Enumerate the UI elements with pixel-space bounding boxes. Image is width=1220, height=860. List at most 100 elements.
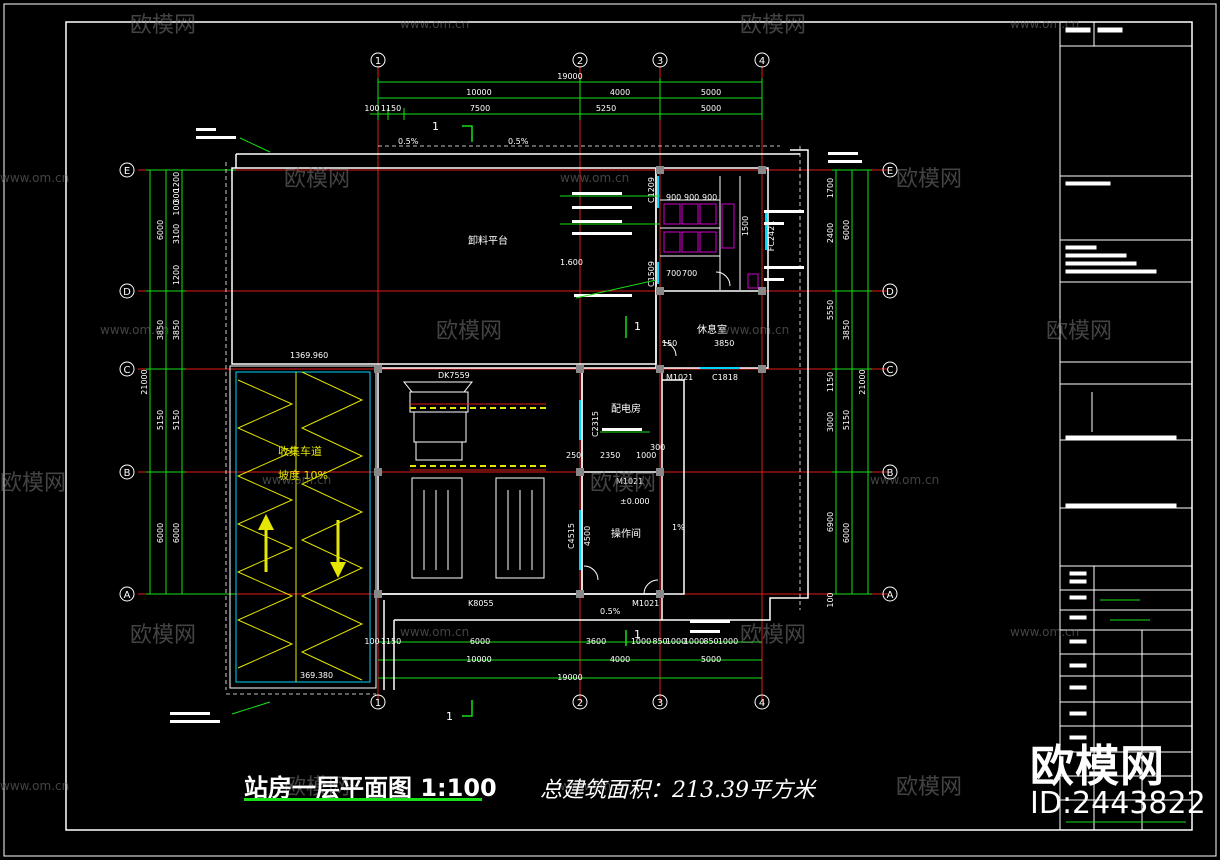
dim-left-a: 6000 — [156, 220, 165, 240]
toilet-stalls — [663, 203, 759, 289]
dimension-texts-vertical: 21000 6000 3850 5150 6000 1200 300 100 3… — [140, 172, 867, 608]
label-t900-1: 900 — [666, 193, 681, 202]
dim-right-sub-e: 3000 — [826, 412, 835, 432]
dashed-edges — [225, 145, 801, 695]
label-slope-d: 1% — [672, 523, 685, 532]
dim-right-b: 3850 — [842, 320, 851, 340]
elev-mark-1: 1369.960 — [290, 351, 328, 360]
section-labels: 1 1 1 1 — [432, 120, 641, 723]
dim-bot-r2-b: 4000 — [610, 655, 630, 664]
label-c2315: C2315 — [591, 411, 600, 437]
axis-col-2-bottom: 2 — [577, 698, 583, 709]
leader-lines — [231, 137, 660, 715]
section-label-bottom: 1 — [446, 710, 453, 723]
dim-left-sub-a: 1200 — [172, 172, 181, 192]
columns — [374, 166, 766, 598]
dimension-texts: 19000 10000 4000 5000 100 1150 7500 5250… — [364, 72, 738, 682]
label-2350: 2350 — [600, 451, 620, 460]
dim-left-sub-c: 100 — [172, 200, 181, 215]
equipment-rails-red — [410, 403, 546, 471]
axis-col-2-top: 2 — [577, 56, 583, 67]
label-150: 150 — [662, 339, 677, 348]
label-m1021-b: M1021 — [616, 477, 643, 486]
dim-right-sub-c: 5550 — [826, 300, 835, 320]
label-c1509: C1509 — [647, 261, 656, 287]
dim-bot-r1-a: 100 — [364, 637, 379, 646]
ramp-area — [229, 365, 377, 689]
label-level-000: ±0.000 — [620, 497, 650, 506]
dim-top-r1-b: 4000 — [610, 88, 630, 97]
drawing-title: 站房一层平面图 1:100 — [244, 774, 497, 802]
label-250: 250 — [566, 451, 581, 460]
label-slope-c: 0.5% — [600, 607, 621, 616]
room-labels: 卸料平台 休息室 配电房 操作间 — [468, 234, 727, 540]
grid-bubbles — [119, 52, 898, 710]
outer-frame — [3, 3, 1217, 857]
area-note: 总建筑面积：213.39平方米 — [540, 778, 815, 803]
dim-bot-r1-f: 850 — [652, 637, 667, 646]
dim-top-r1-c: 5000 — [701, 88, 721, 97]
inner-frame — [65, 21, 1193, 831]
dim-right-a: 6000 — [842, 220, 851, 240]
dim-right-sub-a: 1700 — [826, 178, 835, 198]
dim-top-total: 19000 — [557, 72, 582, 81]
dim-right-sub-g: 100 — [826, 592, 835, 607]
toilet-partitions — [660, 176, 741, 290]
room-rest: 休息室 — [697, 323, 727, 336]
axis-row-e-left: E — [124, 166, 130, 177]
axis-col-3-top: 3 — [657, 56, 663, 67]
label-3850: 3850 — [714, 339, 734, 348]
axis-col-4-bottom: 4 — [759, 698, 765, 709]
axis-row-b-right: B — [887, 468, 894, 479]
label-slope-a: 0.5% — [398, 137, 419, 146]
label-t700: 700 — [666, 269, 681, 278]
label-slope-b: 0.5% — [508, 137, 529, 146]
equipment — [402, 381, 545, 579]
equipment-rails — [410, 407, 546, 467]
label-m1021-a: M1021 — [666, 373, 693, 382]
dim-bot-total: 19000 — [557, 673, 582, 682]
axis-row-d-left: D — [123, 287, 131, 298]
axis-col-4-top: 4 — [759, 56, 765, 67]
dim-bot-r1-g: 1000 — [666, 637, 686, 646]
label-level-1600: 1.600 — [560, 258, 583, 267]
dim-right-sub-b: 2400 — [826, 223, 835, 243]
dim-top-r2-e: 5000 — [701, 104, 721, 113]
label-fc2421: FC2421 — [767, 221, 776, 252]
dim-left-sub-e: 1200 — [172, 265, 181, 285]
label-m1021-c: M1021 — [632, 599, 659, 608]
label-4500: 4500 — [583, 526, 592, 546]
dim-bot-r2-a: 10000 — [466, 655, 491, 664]
brand-logo: 欧模网 — [1030, 741, 1165, 792]
dim-top-r1-a: 10000 — [466, 88, 491, 97]
axis-row-c-left: C — [124, 365, 131, 376]
title-underline — [244, 798, 482, 801]
dim-left-c2: 3850 — [172, 320, 181, 340]
dim-bot-r1-j: 1000 — [718, 637, 738, 646]
grid-bubble-labels: 1 2 3 4 1 2 3 4 E D C B A E D C B A — [123, 56, 894, 709]
label-1500: 1500 — [741, 216, 750, 236]
dim-bot-r1-h: 1000 — [684, 637, 704, 646]
axis-row-d-right: D — [886, 287, 894, 298]
dim-top-r2-c: 7500 — [470, 104, 490, 113]
label-c1209: C1209 — [647, 177, 656, 203]
axis-row-b-left: B — [124, 468, 131, 479]
dim-top-r2-a: 100 — [364, 104, 379, 113]
dim-bot-r1-b: 1150 — [381, 637, 401, 646]
label-300: 300 — [650, 443, 665, 452]
section-label-mid: 1 — [634, 320, 641, 333]
dim-right-total: 21000 — [858, 369, 867, 394]
title-block — [1059, 22, 1192, 830]
room-distribution: 配电房 — [611, 402, 641, 415]
dim-left-total: 21000 — [140, 369, 149, 394]
dim-right-d: 6000 — [842, 523, 851, 543]
annotation-labels: DK7559 K8055 M1021 M1021 M1021 C1818 1.6… — [290, 137, 738, 616]
axis-col-3-bottom: 3 — [657, 698, 663, 709]
label-t700b: 700 — [682, 269, 697, 278]
dim-bot-r1-d: 3600 — [586, 637, 606, 646]
label-elev-1: 1369.960 — [290, 351, 328, 360]
dim-top-r2-b: 1150 — [381, 104, 401, 113]
axis-col-1-top: 1 — [375, 56, 381, 67]
axis-col-1-bottom: 1 — [375, 698, 381, 709]
ramp-label: 收集车道 — [278, 444, 322, 458]
